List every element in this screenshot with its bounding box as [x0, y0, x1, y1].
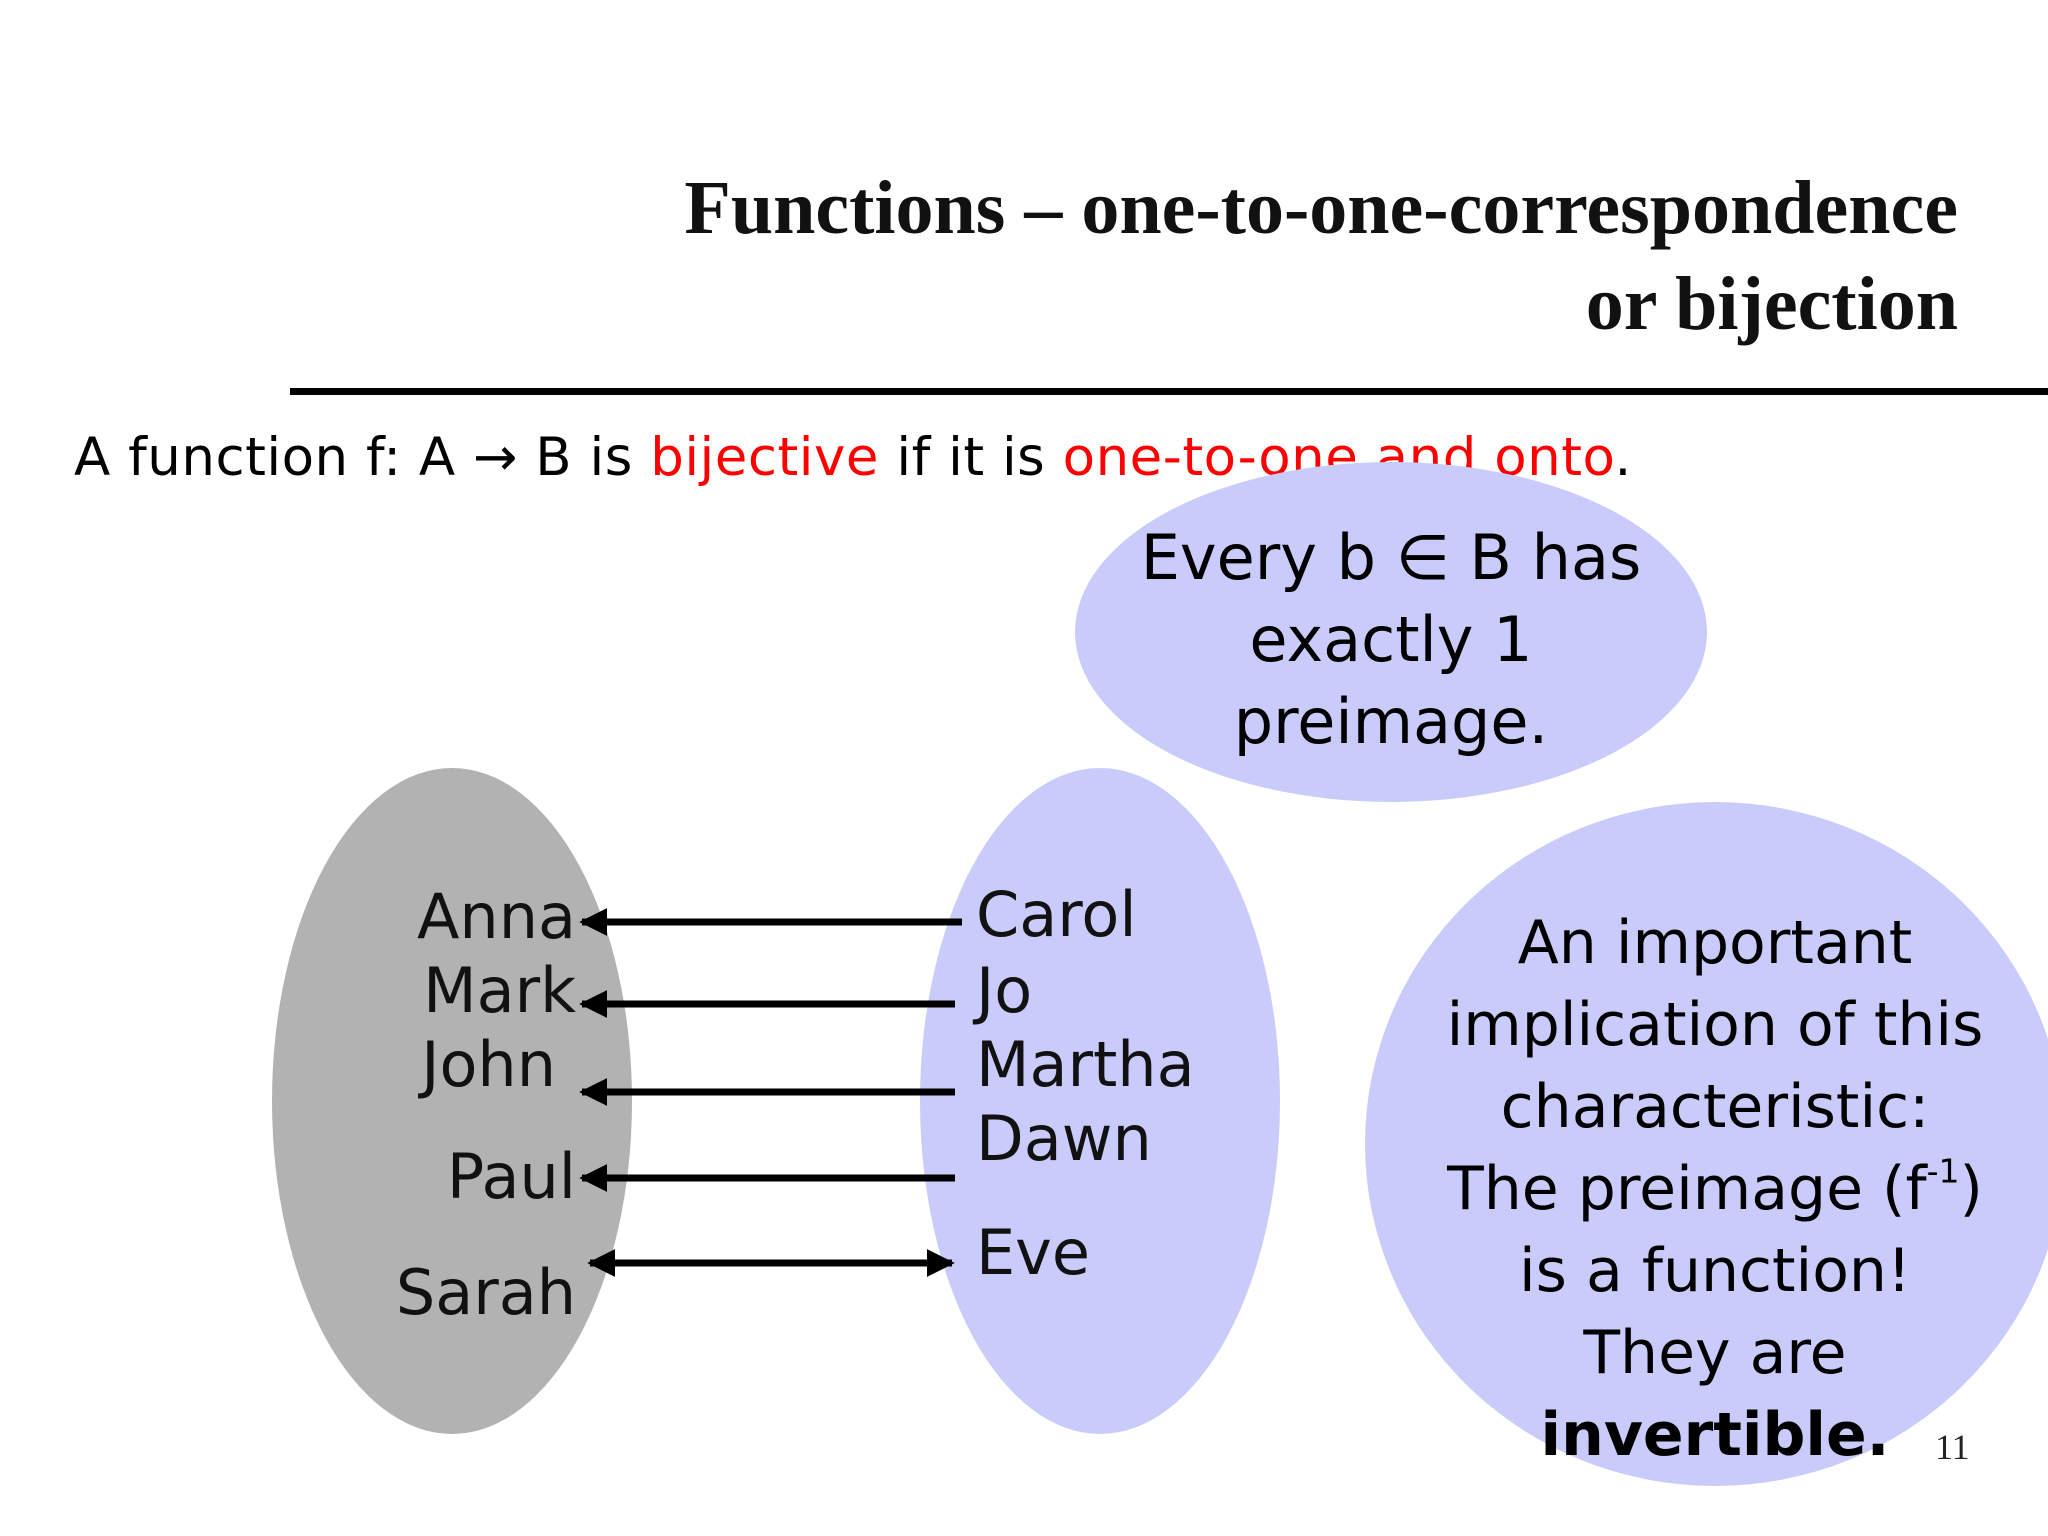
page-number: 11	[1935, 1427, 1970, 1467]
implication-line-4-pre: The preimage (f	[1447, 1154, 1927, 1224]
implication-line-2: implication of this	[1446, 990, 1984, 1060]
set-a-item-anna: Anna	[417, 880, 576, 953]
preimage-line-2: exactly 1	[1249, 603, 1533, 676]
definition-end: .	[1614, 427, 1632, 488]
implication-line-3: characteristic:	[1500, 1072, 1930, 1142]
set-b-item-dawn: Dawn	[976, 1102, 1152, 1175]
set-a-item-mark: Mark	[423, 954, 576, 1027]
preimage-bubble: Every b ∈ B has exactly 1 preimage.	[1075, 462, 1707, 802]
slide-title: Functions – one-to-one-correspondence or…	[684, 160, 1958, 352]
set-a-ellipse	[272, 768, 632, 1434]
implication-line-4: The preimage (f-1)	[1365, 1148, 2048, 1230]
implication-line-1: An important	[1517, 908, 1913, 978]
implication-line-5: is a function!	[1519, 1236, 1911, 1306]
set-a-item-paul: Paul	[446, 1140, 576, 1213]
set-a-item-john: John	[421, 1028, 556, 1101]
set-a-item-sarah: Sarah	[395, 1256, 576, 1329]
definition-part-1: A function f: A → B is	[74, 427, 651, 488]
implication-bubble: An important implication of this charact…	[1365, 802, 2048, 1486]
set-b-ellipse	[920, 768, 1280, 1434]
definition-part-2: if it is	[879, 427, 1063, 488]
implication-line-7: invertible.	[1540, 1400, 1890, 1470]
set-b-item-carol: Carol	[976, 878, 1137, 951]
title-divider	[290, 388, 2048, 395]
inverse-superscript: -1	[1926, 1151, 1960, 1191]
preimage-line-3: preimage.	[1233, 685, 1549, 758]
preimage-line-1: Every b ∈ B has	[1140, 521, 1642, 594]
set-b-item-martha: Martha	[976, 1028, 1195, 1101]
implication-line-6: They are	[1583, 1318, 1847, 1388]
set-b-item-jo: Jo	[976, 954, 1033, 1027]
definition-term: bijective	[650, 427, 880, 488]
title-line-2: or bijection	[1585, 262, 1958, 346]
title-line-1: Functions – one-to-one-correspondence	[684, 166, 1958, 250]
implication-line-4-post: )	[1959, 1154, 1983, 1224]
set-b-item-eve: Eve	[976, 1216, 1091, 1289]
